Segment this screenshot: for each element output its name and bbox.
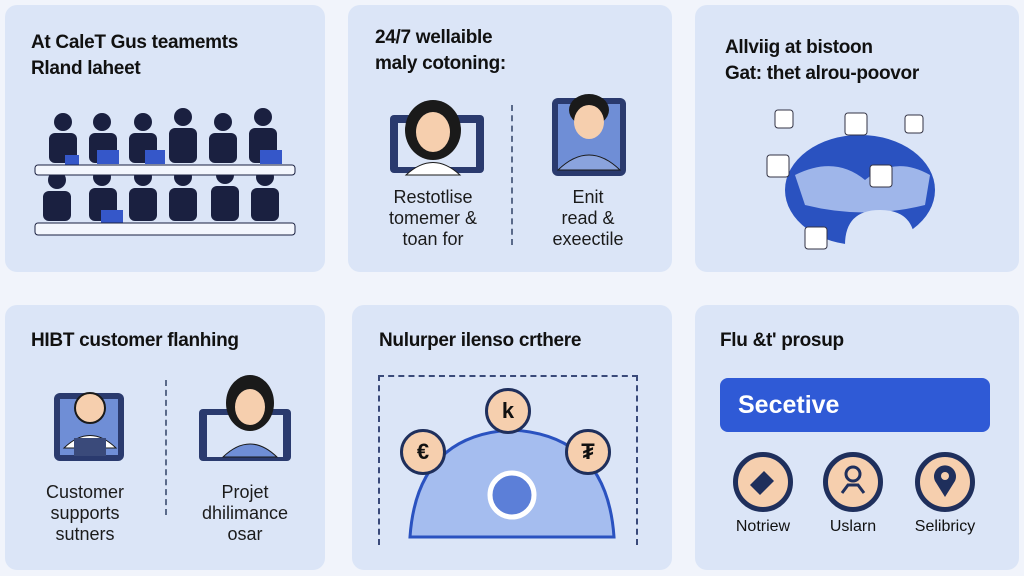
card-title: HIBT customer flanhing (31, 328, 239, 354)
agent-female-illustration (390, 100, 484, 176)
title-line: Nulurper ilenso crthere (379, 330, 582, 351)
caption-line: dhilimance (201, 503, 289, 523)
team-illustration (34, 108, 296, 236)
title-line: HIBT customer flanhing (31, 330, 239, 351)
caption-line: read & (561, 208, 615, 228)
project-agent-illustration (199, 375, 291, 461)
tugrik-badge: ₮ (565, 429, 611, 475)
caption-line: exeectile (552, 229, 624, 249)
caption-line: sutners (55, 524, 115, 544)
caption-line: Restotlise (393, 187, 473, 207)
location-pin-icon[interactable] (915, 452, 975, 512)
globe-illustration (766, 109, 935, 250)
title-line: Flu &t' prosup (720, 330, 844, 351)
tag-icon[interactable] (733, 452, 793, 512)
support-agent-illustration (54, 392, 124, 461)
caption-line: Customer (45, 482, 125, 502)
title-line: Allviig at bistoon (725, 37, 873, 58)
title-line: 24/7 wellaible (375, 27, 493, 48)
title-line: Rland laheet (31, 58, 141, 79)
icon-label: Notriew (735, 518, 791, 535)
agent-male-illustration (552, 94, 626, 176)
caption-line: osar (227, 524, 263, 544)
network-dome-illustration (408, 428, 616, 539)
divider (165, 380, 167, 515)
caption-line: Projet (221, 482, 269, 502)
euro-badge: € (400, 429, 446, 475)
card-title: Nulurper ilenso crthere (379, 328, 581, 354)
card-title: Flu &t' prosup (720, 328, 844, 354)
caption-line: Enit (572, 187, 604, 207)
title-line: maly cotoning: (375, 53, 506, 74)
select-button[interactable]: Secetive (720, 378, 990, 432)
dashed-frame (378, 375, 638, 545)
card-process: Flu &t' prosup Secetive Notriew Uslarn S… (695, 305, 1019, 570)
k-badge: k (485, 388, 531, 434)
title-line: At CaleT Gus teamemts (31, 32, 238, 53)
title-line: Gat: thet alrou-poovor (725, 63, 919, 84)
caption-line: supports (50, 503, 120, 523)
icon-label: Uslarn (829, 518, 877, 535)
caption-line: toan for (402, 229, 464, 249)
icon-label: Selibricy (914, 518, 976, 535)
divider (511, 105, 513, 245)
user-network-icon[interactable] (823, 452, 883, 512)
caption-line: tomemer & (388, 208, 478, 228)
card-network: Nulurper ilenso crthere € k ₮ (352, 305, 672, 570)
card-title: 24/7 wellaible maly cotoning: (375, 25, 506, 77)
